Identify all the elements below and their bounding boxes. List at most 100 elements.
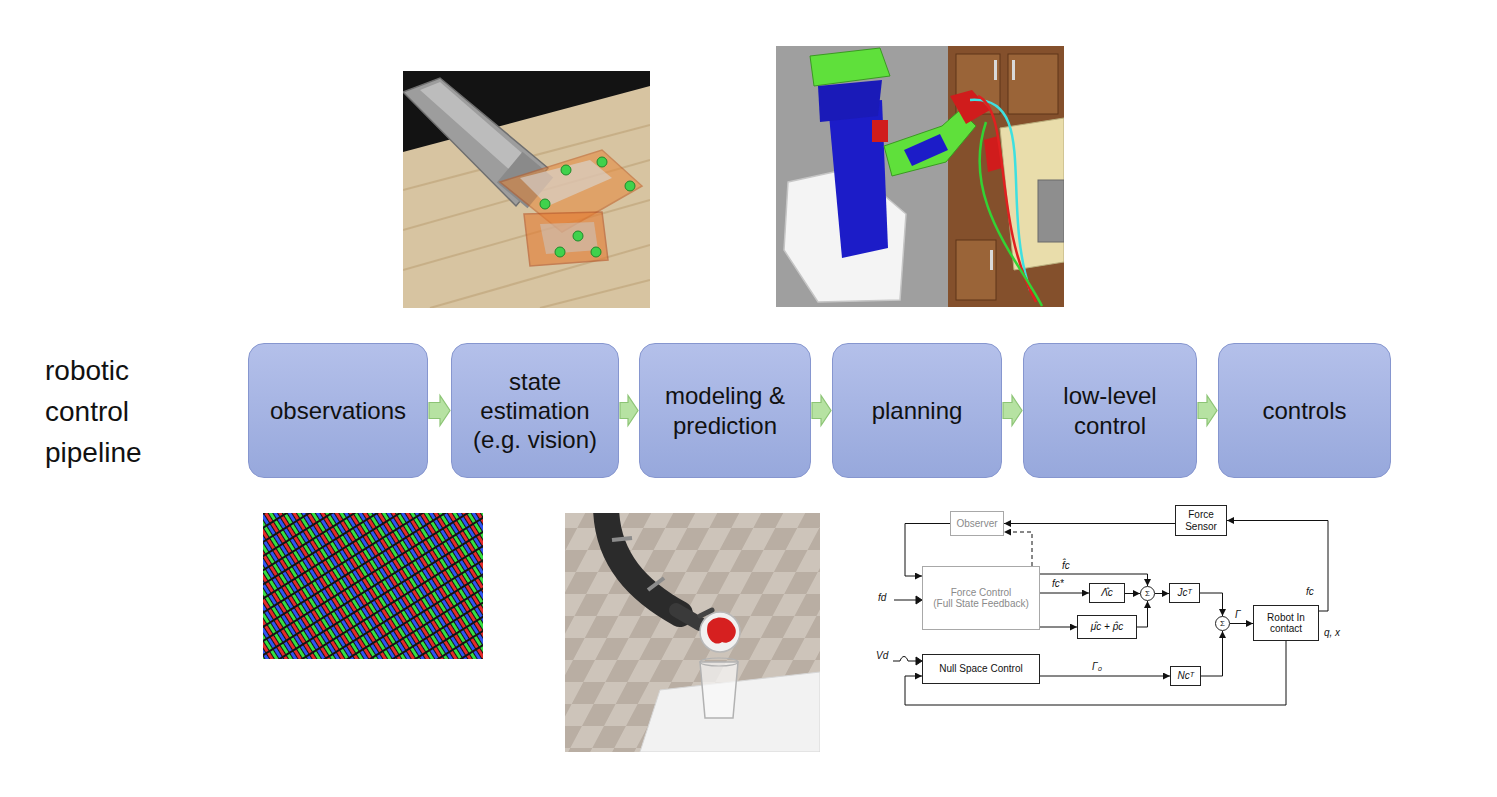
pouring-arm-simulation-part bbox=[700, 662, 738, 718]
signal-name: q, x bbox=[1324, 627, 1340, 639]
signal-name: Vd bbox=[876, 650, 888, 662]
pr2-simulation-part-part bbox=[978, 96, 1036, 302]
process-box: state estimation (e.g. vision) bbox=[451, 343, 619, 478]
robot-gripper-photo-part bbox=[540, 222, 598, 254]
pr2-simulation-part-part bbox=[990, 250, 993, 270]
flow-arrow bbox=[620, 396, 638, 426]
robot-gripper-photo-part bbox=[524, 212, 608, 266]
robot-gripper-photo-part-part bbox=[573, 231, 583, 241]
pouring-arm-simulation-part bbox=[606, 513, 680, 614]
robot-gripper-photo-part-part bbox=[561, 165, 571, 175]
signal-line bbox=[1040, 627, 1077, 628]
signal-name: Γ₀ bbox=[1092, 661, 1102, 673]
pr2-simulation-part-part bbox=[1012, 60, 1015, 80]
pr2-simulation-part bbox=[904, 134, 948, 166]
pr2-simulation-part-part bbox=[970, 100, 1030, 290]
control-inputs-part bbox=[894, 600, 916, 601]
node-text: state estimation (e.g. vision) bbox=[460, 367, 610, 455]
robot-gripper-photo-part bbox=[403, 71, 650, 308]
pr2-simulation-part bbox=[950, 90, 990, 124]
robot-gripper-photo-part-part bbox=[540, 280, 650, 308]
rgb-pixel-grid bbox=[263, 513, 483, 659]
pr2-simulation-part bbox=[970, 96, 1042, 306]
pouring-arm-simulation-part bbox=[700, 658, 738, 666]
signal-line bbox=[1004, 523, 1175, 524]
pr2-simulation-part-part bbox=[994, 60, 997, 80]
robot-gripper-photo bbox=[403, 71, 650, 308]
pr2-simulation-part bbox=[884, 110, 976, 176]
control-inputs-part bbox=[893, 657, 916, 662]
node-text: Force Control bbox=[951, 587, 1012, 599]
flow-arrow bbox=[1198, 396, 1217, 426]
pouring-arm-simulation-part bbox=[612, 538, 632, 540]
signal-name: fc* bbox=[1052, 578, 1064, 590]
summing-junction: Σ bbox=[1140, 586, 1155, 601]
robot-gripper-photo-part-part bbox=[597, 157, 607, 167]
pr2-simulation-part bbox=[1038, 180, 1064, 242]
flow-arrow bbox=[429, 396, 450, 426]
gain-block: Jcᵀ bbox=[1169, 583, 1200, 603]
pouring-arm-simulation-part bbox=[648, 578, 664, 590]
node-text: Robot In contact bbox=[1257, 612, 1315, 635]
node-text: Λ̂c bbox=[1101, 587, 1113, 599]
signal-line bbox=[1155, 593, 1169, 594]
pr2-simulation-part bbox=[818, 80, 882, 122]
signal-line bbox=[1040, 593, 1089, 594]
pr2-simulation-part-part bbox=[956, 240, 996, 300]
pr2-simulation-part-part bbox=[1008, 54, 1058, 114]
signal-line bbox=[1040, 676, 1170, 677]
signal-name: fc bbox=[1306, 586, 1314, 598]
pr2-simulation-part bbox=[776, 46, 1064, 307]
control-inputs bbox=[893, 596, 922, 665]
rgb-pixel-grid-part bbox=[263, 513, 483, 659]
observer-block: Observer bbox=[950, 511, 1004, 536]
robot-gripper-photo-part-part bbox=[625, 181, 635, 191]
signal-name: fd bbox=[878, 592, 886, 604]
pr2-simulation-part-part bbox=[980, 122, 1042, 306]
node-text: Null Space Control bbox=[939, 663, 1022, 675]
process-box: modeling & prediction bbox=[639, 343, 811, 478]
signal-name: f̂c bbox=[1062, 560, 1070, 572]
robot-gripper-photo-part-part bbox=[540, 199, 550, 209]
node-text: Force Sensor bbox=[1179, 509, 1223, 532]
robot-gripper-photo-part bbox=[420, 82, 530, 172]
pr2-simulation bbox=[776, 46, 1064, 307]
robot-gripper-photo-part-part bbox=[555, 247, 565, 257]
dashed-signal-line bbox=[1004, 532, 1032, 566]
process-box: observations bbox=[248, 343, 428, 478]
node-text: observations bbox=[270, 396, 406, 425]
node-text: Ncᵀ bbox=[1177, 670, 1193, 682]
pouring-arm-simulation-part bbox=[700, 610, 712, 616]
process-box: planning bbox=[832, 343, 1002, 478]
signal-line bbox=[1227, 521, 1328, 612]
gain-block: Ncᵀ bbox=[1170, 666, 1201, 686]
controller-block: Null Space Control bbox=[922, 654, 1040, 684]
pouring-arm-simulation bbox=[565, 513, 820, 752]
node-text: controls bbox=[1262, 396, 1346, 425]
robot-gripper-photo-part bbox=[540, 157, 635, 257]
node-text: low-level control bbox=[1032, 381, 1188, 440]
summing-junction: Σ bbox=[1215, 616, 1230, 631]
node-text: Observer bbox=[956, 518, 997, 530]
node-text: (Full State Feedback) bbox=[933, 598, 1029, 610]
pipeline-heading: robotic control pipeline bbox=[45, 350, 175, 473]
plant-block: Robot In contact bbox=[1253, 605, 1319, 641]
pr2-simulation-part bbox=[810, 48, 890, 86]
robot-gripper-photo-part-part bbox=[403, 200, 650, 270]
signal-line bbox=[905, 641, 1286, 705]
pr2-simulation-part bbox=[828, 100, 888, 258]
process-box: low-level control bbox=[1023, 343, 1197, 478]
signal-name: Γ bbox=[1235, 609, 1241, 621]
node-text: μ̂c + p̂c bbox=[1091, 621, 1123, 633]
gain-block: μ̂c + p̂c bbox=[1077, 615, 1137, 639]
signal-line bbox=[1137, 601, 1148, 627]
robot-gripper-photo-part-part bbox=[591, 247, 601, 257]
node-text: modeling & prediction bbox=[648, 381, 802, 440]
process-box: controls bbox=[1218, 343, 1391, 478]
signal-line bbox=[1201, 631, 1223, 676]
signal-line bbox=[1125, 593, 1140, 594]
sensor-block: Force Sensor bbox=[1175, 505, 1227, 536]
node-text: Σ bbox=[1220, 620, 1225, 628]
pr2-simulation-part bbox=[948, 46, 1064, 307]
pouring-arm-simulation-part bbox=[707, 617, 736, 643]
